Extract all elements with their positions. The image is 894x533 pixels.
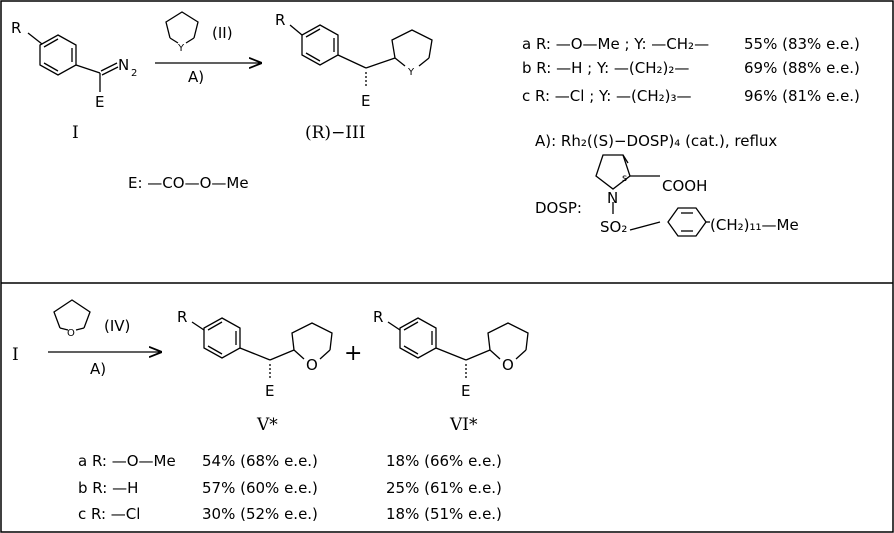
top-arrow-condition: A) <box>188 68 204 86</box>
reagent-IV-label: (IV) <box>104 317 130 335</box>
product-III-Y-label: Y <box>407 67 415 78</box>
product-V-O-label: O <box>306 356 318 374</box>
bottom-variant-table: a R: —O—Me 54% (68% e.e.) 18% (66% e.e.)… <box>78 452 502 523</box>
bottom-variant-VI-b: 25% (61% e.e.) <box>386 479 502 497</box>
bottom-variant-row-a: a R: —O—Me <box>78 452 176 470</box>
top-variant-row-a: a R: —O—Me ; Y: —CH₂— <box>522 35 709 53</box>
product-VI-label: VI* <box>449 415 478 435</box>
dosp-structure <box>595 154 710 237</box>
dosp-so2-label: SO₂ <box>600 218 627 236</box>
dosp-chain-label: (CH₂)₁₁—Me <box>710 216 799 234</box>
bottom-variant-row-c: c R: —Cl <box>78 505 140 523</box>
reagent-II-ring <box>165 11 199 44</box>
product-VI-R-label: R <box>373 308 383 326</box>
product-V-R-label: R <box>177 308 187 326</box>
reagent-IV-ring <box>53 299 91 331</box>
dosp-N-label: N <box>607 189 618 207</box>
product-V-structure <box>191 317 333 378</box>
reagent-II-label: (II) <box>212 24 233 42</box>
diazo-subscript: 2 <box>131 68 137 79</box>
top-variant-yield-a: 55% (83% e.e.) <box>744 35 860 53</box>
plus-sign: + <box>344 341 362 366</box>
bottom-variant-V-a: 54% (68% e.e.) <box>202 452 318 470</box>
dosp-label: DOSP: <box>535 199 582 217</box>
bottom-variant-VI-c: 18% (51% e.e.) <box>386 505 502 523</box>
top-variant-row-b: b R: —H ; Y: —(CH₂)₂— <box>522 59 689 77</box>
conditions-line: A): Rh₂((S)−DOSP)₄ (cat.), reflux <box>535 132 777 150</box>
product-VI-structure <box>387 317 529 378</box>
product-III-label: (R)−III <box>305 123 365 143</box>
compound-I-R-label: R <box>11 19 21 37</box>
ring-Y-label: Y <box>177 43 185 54</box>
bottom-variant-V-b: 57% (60% e.e.) <box>202 479 318 497</box>
top-variant-table: a R: —O—Me ; Y: —CH₂— 55% (83% e.e.) b R… <box>522 35 860 105</box>
top-variant-yield-b: 69% (88% e.e.) <box>744 59 860 77</box>
top-variant-yield-c: 96% (81% e.e.) <box>744 87 860 105</box>
bottom-variant-row-b: b R: —H <box>78 479 138 497</box>
product-VI-O-label: O <box>502 356 514 374</box>
dosp-cooh-label: COOH <box>662 177 707 195</box>
compound-I-structure <box>27 32 119 92</box>
product-III-R-label: R <box>275 11 285 29</box>
bottom-variant-VI-a: 18% (66% e.e.) <box>386 452 502 470</box>
bottom-variant-V-c: 30% (52% e.e.) <box>202 505 318 523</box>
top-variant-row-c: c R: —Cl ; Y: —(CH₂)₃— <box>522 87 692 105</box>
bottom-compound-I-label: I <box>12 345 19 365</box>
product-III-E-label: E <box>361 92 370 110</box>
product-V-E-label: E <box>265 382 274 400</box>
product-VI-E-label: E <box>461 382 470 400</box>
chiral-s-label: s <box>622 173 627 184</box>
reagent-IV-O-label: O <box>67 328 75 339</box>
ester-definition: E: —CO—O—Me <box>128 174 249 192</box>
compound-I-label: I <box>72 123 79 143</box>
compound-I-E-label: E <box>95 93 104 111</box>
product-III-structure <box>289 24 433 88</box>
product-V-label: V* <box>256 415 278 435</box>
diazo-N-label: N <box>118 56 129 74</box>
bottom-arrow-condition: A) <box>90 360 106 378</box>
